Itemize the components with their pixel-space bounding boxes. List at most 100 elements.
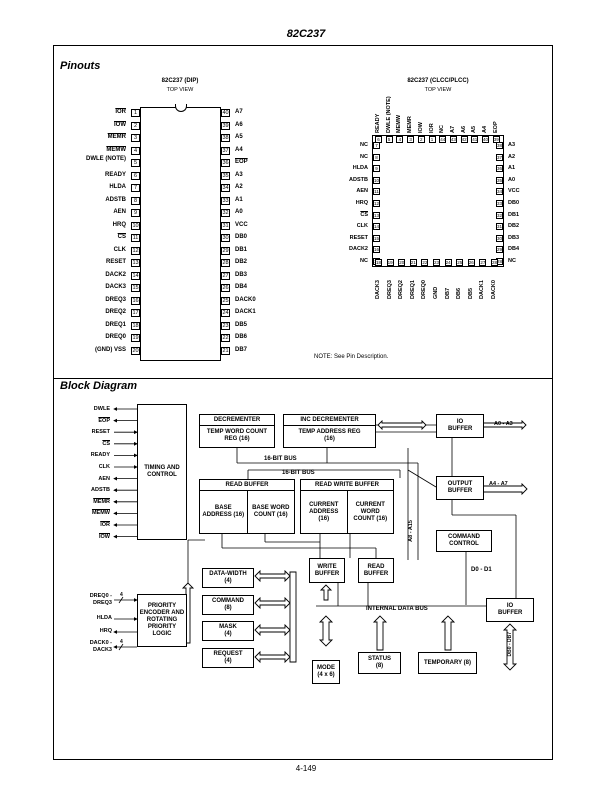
signal-label: IOR: [100, 522, 110, 528]
dip-pin-label-left: DREQ2: [105, 309, 126, 315]
priority-logic-block: PRIORITY ENCODER AND ROTATING PRIORITY L…: [137, 594, 187, 647]
plcc-left-pin-label: CLK: [356, 223, 368, 230]
dip-pin-label-left: DACK3: [105, 284, 126, 290]
d0-d1-label: D0 - D1: [471, 567, 492, 573]
dack-label: DACK0 - DACK3: [89, 640, 112, 653]
dip-pin-number-right: 39: [221, 121, 230, 130]
read-buffer-registers: READ BUFFER BASE ADDRESS (16) BASE WORD …: [199, 479, 295, 534]
dip-pin-number-left: 6: [131, 171, 140, 180]
output-buffer: OUTPUT BUFFER: [436, 476, 484, 500]
dip-pin-number-right: 31: [221, 221, 230, 230]
dip-pin-label-right: DB4: [235, 284, 248, 290]
io-buffer-data: IO BUFFER: [486, 598, 534, 622]
plcc-right-pin-label: VCC: [508, 188, 520, 195]
dip-pin-label-left: IOW: [114, 121, 126, 128]
dip-pin-label-right: A4: [235, 146, 243, 153]
plcc-left-pin-label: CS: [360, 211, 368, 218]
dip-pin-label-right: DACK0: [235, 296, 256, 303]
dip-pin-number-left: 13: [131, 259, 140, 267]
dip-pin-number-right: 27: [221, 271, 230, 280]
dip-pin-number-left: 5: [131, 159, 140, 167]
plcc-note: NOTE: See Pin Description.: [314, 354, 389, 360]
signal-label: CS: [102, 440, 110, 447]
plcc-left-pin-label: NC: [360, 153, 368, 160]
dip-pin-label-left: ADSTB: [105, 196, 126, 203]
dip-pin-label-left: CS: [117, 234, 126, 240]
dip-pin-number-left: 19: [131, 334, 140, 342]
plcc-top-pin-number: 39: [492, 136, 500, 143]
current-word-count-reg: CURRENT WORD COUNT (16): [353, 501, 388, 522]
dip-pin-number-right: 29: [221, 246, 230, 255]
plcc-right-pin-number: 31: [496, 223, 503, 231]
dip-pin-number-left: 15: [131, 284, 140, 292]
signal-label: IOW: [99, 533, 110, 540]
plcc-title: 82C237 (CLCC/PLCC): [407, 78, 469, 84]
plcc-bottom-pin-number: 27: [479, 259, 487, 266]
plcc-left-pin-number: 10: [373, 176, 380, 184]
a4-a7-label: A4 - A7: [489, 481, 508, 487]
plcc-top-pin-number: 40: [482, 136, 489, 143]
plcc-top-pin-number: 1: [428, 136, 436, 143]
dip-pin-number-right: 22: [221, 334, 230, 342]
dip-pin-number-right: 37: [221, 146, 230, 155]
signal-label: READY: [90, 452, 110, 459]
dip-pin-label-left: RESET: [105, 259, 126, 265]
write-buffer-block: WRITE BUFFER: [309, 558, 345, 583]
dip-pin-number-right: 25: [221, 296, 230, 305]
plcc-top-pin-number: 5: [385, 136, 393, 143]
plcc-bottom-pin-number: 24: [444, 259, 452, 266]
plcc-right-pin-label: A3: [508, 142, 516, 148]
pinouts-section-title: Pinouts: [60, 60, 101, 72]
dip-pin-number-right: 34: [221, 184, 230, 192]
dip-pin-label-right: VCC: [235, 221, 248, 228]
plcc-bottom-pin-number: 26: [467, 259, 475, 266]
plcc-left-pin-label: RESET: [349, 234, 368, 241]
request-register: REQUEST (4): [202, 648, 254, 668]
plcc-right-pin-number: 32: [496, 211, 503, 219]
signal-label: AEN: [98, 475, 110, 482]
signal-label: CLK: [98, 464, 110, 470]
signal-label: DWLE: [93, 406, 110, 412]
current-address-reg: CURRENT ADDRESS (16): [301, 491, 348, 533]
dreq-bus-width: 4: [120, 592, 123, 598]
plcc-right-pin-number: 30: [496, 234, 503, 242]
dip-pin-label-right: DB5: [235, 321, 248, 328]
dip-pin-label-right: DB6: [235, 334, 248, 340]
signal-label: ADSTB: [91, 487, 110, 494]
dip-pin-label-right: A6: [235, 121, 243, 128]
decrementer-block: DECREMENTER TEMP WORD COUNT REG (16): [199, 414, 275, 448]
base-address-reg: BASE ADDRESS (16): [200, 491, 248, 533]
timing-control-block: TIMING AND CONTROL: [137, 404, 187, 540]
inc-decrementer-block: INC DECREMENTER TEMP ADDRESS REG (16): [283, 414, 376, 448]
decrementer-body: TEMP WORD COUNT REG (16): [206, 429, 268, 442]
dip-pin-number-right: 28: [221, 259, 230, 267]
plcc-right-pin-number: 29: [496, 246, 503, 254]
plcc-right-pin-label: DB3: [508, 234, 520, 241]
page-number: 4-149: [295, 764, 317, 773]
plcc-right-pin-label: DB0: [508, 200, 520, 206]
plcc-left-pin-number: 8: [373, 153, 380, 161]
mask-register: MASK (4): [202, 621, 254, 641]
plcc-bottom-pin-number: 25: [456, 259, 464, 266]
plcc-left-pin-label: NC: [360, 142, 368, 148]
dip-pin-number-right: 36: [221, 159, 230, 167]
dip-pin-number-left: 7: [131, 184, 140, 192]
plcc-top-pin-number: 3: [407, 136, 415, 143]
data-width-register: DATA-WIDTH (4): [202, 568, 254, 588]
plcc-left-pin-label: AEN: [356, 188, 368, 195]
dip-pin-label-right: A3: [235, 171, 243, 178]
inc-decrementer-title: INC DECREMENTER: [284, 415, 375, 426]
plcc-bottom-pin-number: 21: [409, 259, 417, 266]
dip-pin-number-right: 38: [221, 134, 230, 142]
plcc-top-pin-number: 42: [460, 136, 468, 143]
plcc-left-pin-number: 15: [373, 234, 380, 242]
dreq-label: DREQ0 - DREQ3: [89, 593, 112, 606]
dip-pin-number-right: 24: [221, 309, 230, 317]
plcc-top-pin-number: 44: [439, 136, 447, 143]
dip-pin-number-right: 23: [221, 321, 230, 330]
dip-pin-label-left: HLDA: [109, 184, 126, 190]
dip-pin-label-right: A7: [235, 109, 243, 115]
dip-pin-number-left: 8: [131, 196, 140, 205]
plcc-right-pin-label: A1: [508, 165, 516, 172]
